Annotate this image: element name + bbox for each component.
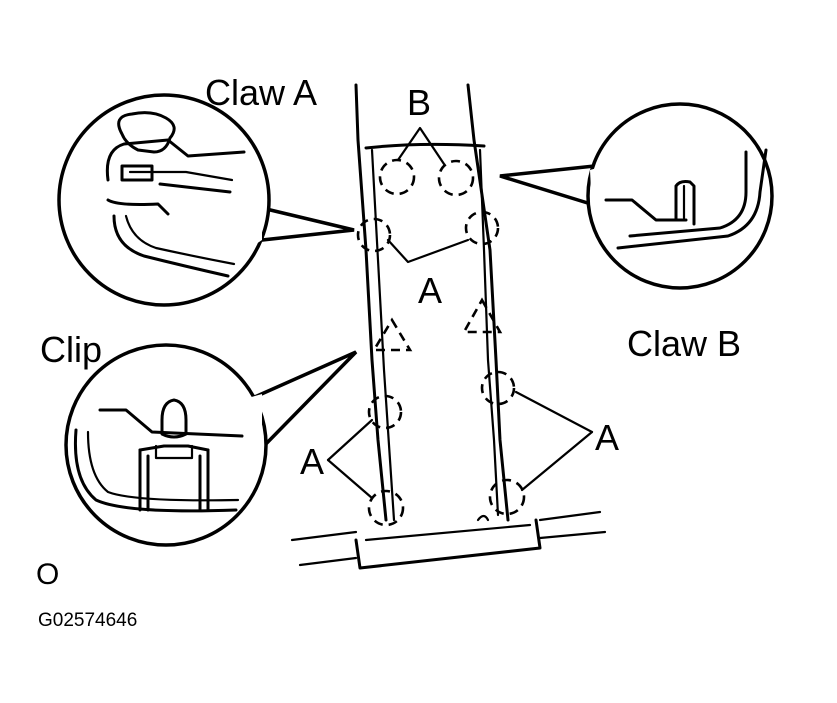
claw-b-markers	[378, 158, 475, 197]
marker-a-right-label: A	[595, 417, 619, 458]
corner-mark: O	[36, 558, 59, 591]
clip-callout	[64, 343, 358, 547]
figure-id: G02574646	[38, 610, 137, 631]
pillar-trim-panel	[290, 83, 607, 570]
label-clip: Clip	[40, 329, 102, 370]
marker-a-left-label: A	[300, 441, 324, 482]
marker-b-label: B	[407, 82, 431, 123]
clip-markers	[371, 297, 503, 352]
leader-lines	[326, 126, 594, 500]
claw-a-markers	[356, 210, 526, 527]
label-claw-a: Claw A	[205, 72, 317, 113]
marker-a-center-label: A	[418, 270, 442, 311]
claw-b-callout	[499, 102, 774, 290]
claw-a-callout	[57, 93, 355, 307]
label-claw-b: Claw B	[627, 323, 741, 364]
